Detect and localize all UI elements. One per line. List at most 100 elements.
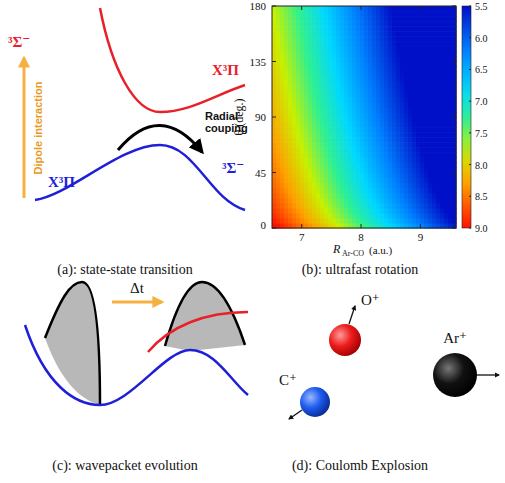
map-cell (280, 137, 285, 143)
map-cell (332, 142, 337, 148)
map-cell (396, 102, 401, 108)
map-cell (292, 21, 297, 27)
map-cell (348, 193, 353, 199)
map-cell (324, 112, 329, 118)
map-cell (376, 62, 381, 68)
map-cell (444, 97, 449, 103)
map-cell (372, 97, 377, 103)
map-cell (348, 173, 353, 179)
map-cell (288, 157, 293, 163)
map-cell (352, 173, 357, 179)
map-cell (448, 157, 453, 163)
map-cell (424, 26, 429, 32)
map-cell (288, 127, 293, 133)
map-cell (404, 107, 409, 113)
map-cell (432, 208, 437, 214)
map-cell (340, 178, 345, 184)
map-cell (328, 97, 333, 103)
map-cell (344, 167, 349, 173)
map-cell (448, 132, 453, 138)
map-cell (340, 152, 345, 158)
map-cell (392, 132, 397, 138)
map-cell (312, 142, 317, 148)
map-cell (276, 127, 281, 133)
map-cell (444, 21, 449, 27)
map-cell (412, 6, 417, 12)
map-cell (420, 46, 425, 52)
map-cell (316, 147, 321, 153)
map-cell (276, 77, 281, 83)
map-cell (308, 56, 313, 62)
map-cell (436, 56, 441, 62)
map-cell (300, 152, 305, 158)
map-cell (348, 183, 353, 189)
map-cell (416, 67, 421, 73)
map-cell (384, 193, 389, 199)
map-cell (332, 56, 337, 62)
map-cell (392, 162, 397, 168)
map-cell (344, 127, 349, 133)
map-cell (324, 82, 329, 88)
map-cell (288, 41, 293, 47)
map-cell (364, 137, 369, 143)
map-cell (288, 26, 293, 32)
map-cell (408, 107, 413, 113)
map-cell (336, 137, 341, 143)
map-cell (388, 51, 393, 57)
map-cell (408, 122, 413, 128)
map-cell (300, 157, 305, 163)
map-cell (336, 82, 341, 88)
map-cell (392, 198, 397, 204)
map-cell (288, 31, 293, 37)
map-cell (312, 36, 317, 42)
map-cell (360, 167, 365, 173)
map-cell (392, 137, 397, 143)
map-cell (312, 157, 317, 163)
map-cell (328, 6, 333, 12)
map-cell (352, 142, 357, 148)
map-cell (292, 62, 297, 68)
map-cell (376, 6, 381, 12)
map-cell (444, 193, 449, 199)
map-cell (356, 16, 361, 22)
map-cell (392, 41, 397, 47)
map-cell (348, 132, 353, 138)
map-cell (368, 82, 373, 88)
map-cell (292, 198, 297, 204)
map-cell (344, 132, 349, 138)
map-cell (404, 152, 409, 158)
map-cell (404, 16, 409, 22)
map-cell (392, 21, 397, 27)
map-cell (284, 82, 289, 88)
map-cell (284, 147, 289, 153)
map-cell (384, 26, 389, 32)
map-cell (272, 112, 277, 118)
map-cell (300, 77, 305, 83)
map-cell (404, 72, 409, 78)
map-cell (352, 82, 357, 88)
map-cell (396, 62, 401, 68)
map-cell (376, 183, 381, 189)
map-cell (448, 97, 453, 103)
map-cell (448, 87, 453, 93)
map-cell (380, 62, 385, 68)
map-cell (440, 31, 445, 37)
map-cell (300, 92, 305, 98)
map-cell (312, 67, 317, 73)
map-cell (440, 87, 445, 93)
map-cell (416, 21, 421, 27)
map-cell (324, 183, 329, 189)
map-cell (356, 198, 361, 204)
map-cell (416, 107, 421, 113)
map-cell (336, 87, 341, 93)
map-cell (372, 82, 377, 88)
map-cell (436, 72, 441, 78)
map-cell (332, 183, 337, 189)
map-cell (448, 62, 453, 68)
map-cell (320, 137, 325, 143)
map-cell (356, 147, 361, 153)
map-cell (364, 152, 369, 158)
map-cell (360, 41, 365, 47)
map-cell (372, 142, 377, 148)
map-cell (416, 142, 421, 148)
